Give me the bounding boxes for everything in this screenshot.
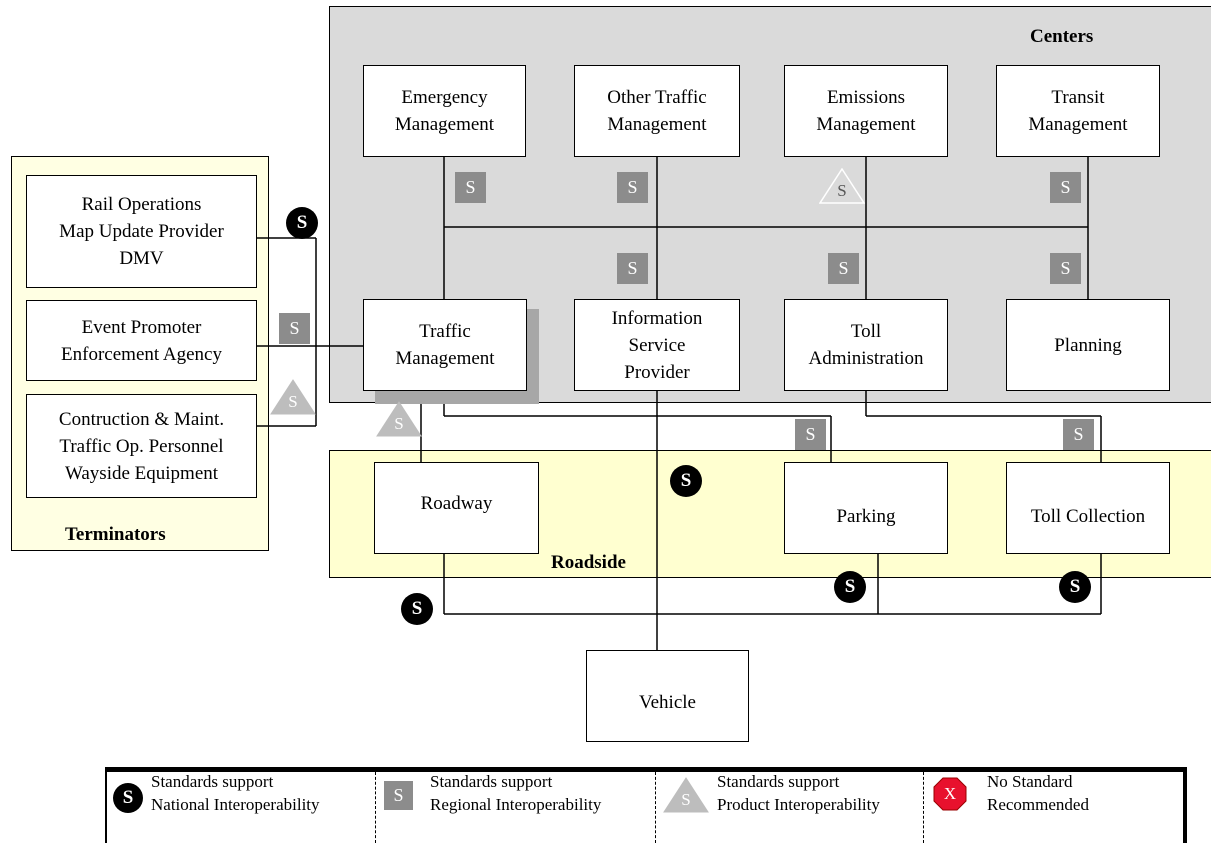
regional-standard-badge: S [279,313,310,344]
badge-letter: X [943,784,957,803]
badge-letter: S [681,790,691,809]
national-standard-badge: S [670,465,702,497]
legend-label: Standards support Product Interoperabili… [717,772,880,814]
node-label: Event Promoter Enforcement Agency [61,316,222,365]
legend-divider [655,772,656,843]
legend-divider [375,772,376,843]
regional-standard-badge: S [384,781,413,810]
roadside-label: Roadside [551,552,626,573]
centers-label: Centers [1030,26,1094,47]
product-standard-badge: S [376,401,422,437]
legend-item-product: S Standards support Product Interoperabi… [655,772,923,843]
legend-label: No Standard Recommended [987,772,1089,814]
node-emissions-management: Emissions Management [784,65,948,157]
node-label: Rail Operations Map Update Provider DMV [59,194,224,269]
node-traffic-management: Traffic Management [363,299,527,391]
legend-item-none: X No Standard Recommended [923,772,1183,843]
node-toll-administration: Toll Administration [784,299,948,391]
node-vehicle: Vehicle [586,650,749,742]
node-label: Toll Administration [808,321,924,369]
legend-item-national: S Standards support National Interoperab… [107,772,375,843]
badge-letter: S [288,392,298,411]
node-parking: Parking [784,462,948,554]
node-terminators-group-3: Contruction & Maint. Traffic Op. Personn… [26,394,257,498]
node-information-service-provider: Information Service Provider [574,299,740,391]
legend: S Standards support National Interoperab… [105,767,1187,843]
product-standard-badge: S [270,379,316,415]
regional-standard-badge: S [1063,419,1094,450]
node-transit-management: Transit Management [996,65,1160,157]
node-label: Other Traffic Management [607,87,707,135]
node-label: Roadway [420,493,493,514]
node-terminators-group-1: Rail Operations Map Update Provider DMV [26,175,257,288]
node-label: Emergency Management [394,87,495,135]
national-standard-badge: S [113,783,143,813]
product-standard-badge: S [819,168,865,204]
node-label: Emissions Management [816,87,916,135]
legend-label: Standards support Regional Interoperabil… [430,772,602,814]
node-toll-collection: Toll Collection [1006,462,1170,554]
regional-standard-badge: S [617,172,648,203]
legend-label: Standards support National Interoperabil… [151,772,320,814]
node-label: Toll Collection [1030,505,1146,527]
node-label: Parking [836,505,896,527]
legend-item-regional: S Standards support Regional Interoperab… [375,772,655,843]
regional-standard-badge: S [1050,172,1081,203]
regional-standard-badge: S [795,419,826,450]
regional-standard-badge: S [617,253,648,284]
node-label: Planning [1054,334,1122,356]
regional-standard-badge: S [828,253,859,284]
node-planning: Planning [1006,299,1170,391]
badge-letter: S [837,181,847,200]
legend-divider [923,772,924,843]
regional-standard-badge: S [1050,253,1081,284]
node-label: Information Service Provider [611,307,703,383]
node-roadway: Roadway [374,462,539,554]
national-standard-badge: S [286,207,318,239]
node-other-traffic-management: Other Traffic Management [574,65,740,157]
badge-letter: S [394,414,404,433]
node-label: Vehicle [639,691,696,713]
node-label: Traffic Management [395,321,495,369]
node-terminators-group-2: Event Promoter Enforcement Agency [26,300,257,381]
national-standard-badge: S [834,571,866,603]
node-label: Contruction & Maint. Traffic Op. Personn… [58,408,225,484]
product-standard-badge: S [663,777,709,813]
national-standard-badge: S [1059,571,1091,603]
no-standard-badge: X [933,777,967,811]
node-emergency-management: Emergency Management [363,65,526,157]
regional-standard-badge: S [455,172,486,203]
node-label: Transit Management [1028,87,1128,135]
terminators-label: Terminators [65,524,166,545]
national-standard-badge: S [401,593,433,625]
